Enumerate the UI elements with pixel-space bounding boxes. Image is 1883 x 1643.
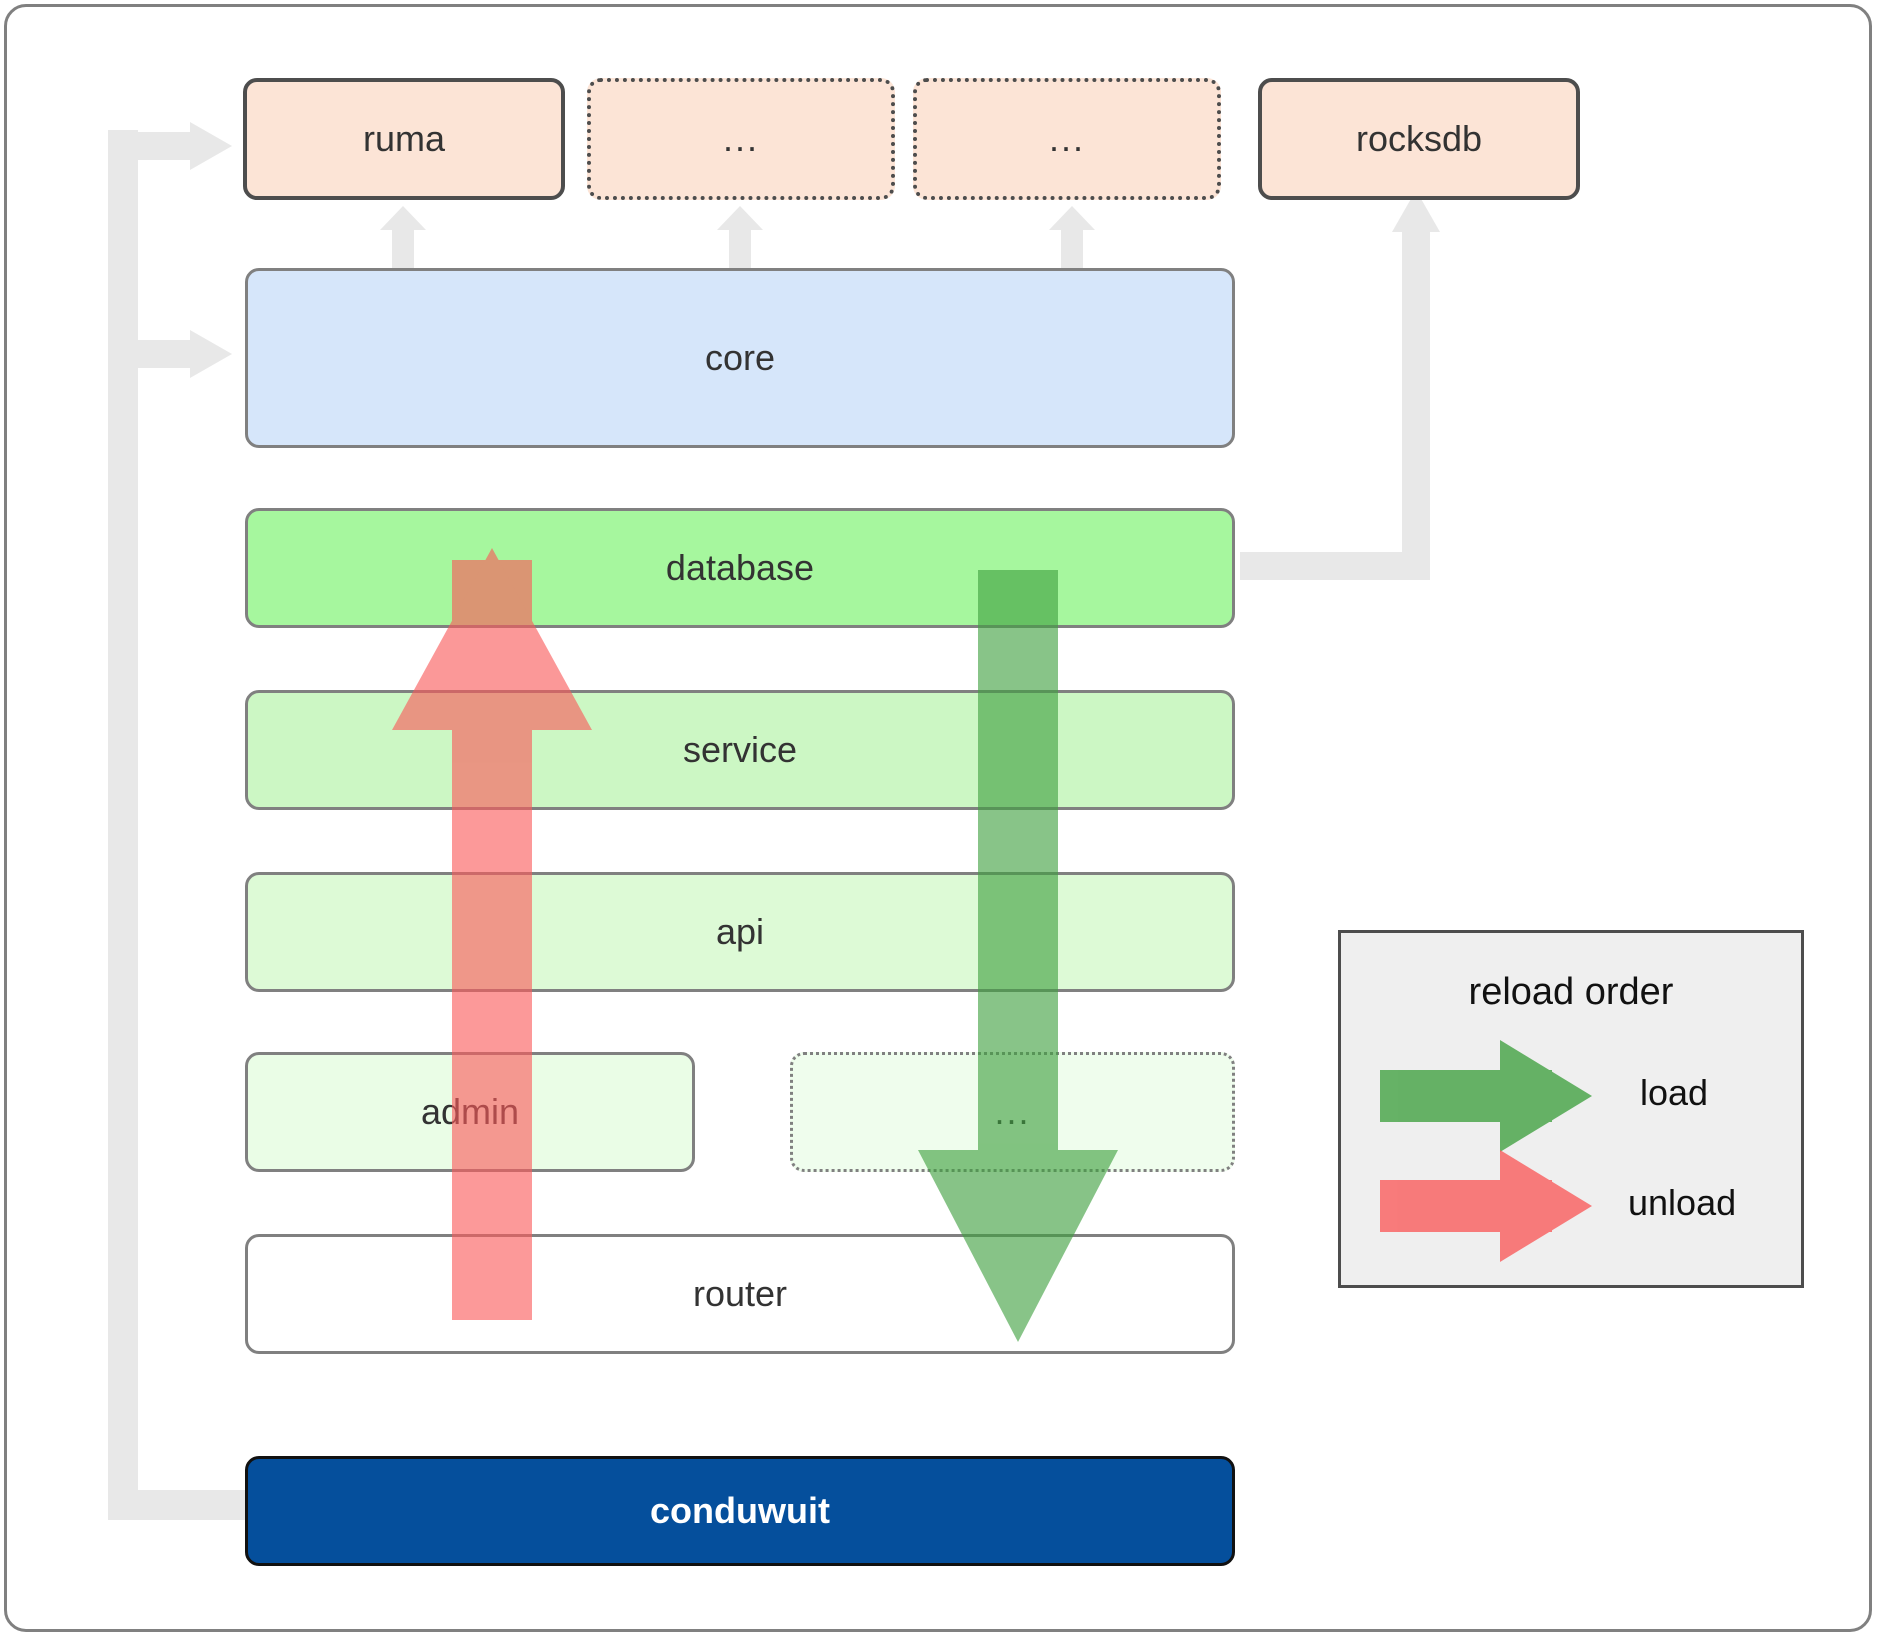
node-admin[interactable]: admin bbox=[245, 1052, 695, 1172]
diagram-outer-frame bbox=[4, 4, 1872, 1632]
crate-rocksdb[interactable]: rocksdb bbox=[1258, 78, 1580, 200]
crate-ruma-label: ruma bbox=[362, 118, 446, 159]
legend-panel: reload order bbox=[1338, 930, 1804, 1288]
node-api[interactable]: api bbox=[245, 872, 1235, 992]
node-database-label: database bbox=[665, 547, 815, 588]
node-service-label: service bbox=[682, 729, 798, 770]
node-admin-label: admin bbox=[420, 1091, 520, 1132]
crate-rocksdb-label: rocksdb bbox=[1355, 118, 1483, 159]
node-database[interactable]: database bbox=[245, 508, 1235, 628]
crate-ellipsis-1[interactable]: ... bbox=[587, 78, 895, 200]
legend-title: reload order bbox=[1468, 971, 1674, 1013]
crate-ruma[interactable]: ruma bbox=[243, 78, 565, 200]
node-service[interactable]: service bbox=[245, 690, 1235, 810]
node-router-label: router bbox=[692, 1273, 788, 1314]
node-conduwuit[interactable]: conduwuit bbox=[245, 1456, 1235, 1566]
node-core-label: core bbox=[704, 337, 776, 378]
crate-ellipsis-2[interactable]: ... bbox=[913, 78, 1221, 200]
crate-ellipsis-2-label: ... bbox=[1048, 118, 1085, 159]
node-api-label: api bbox=[715, 911, 765, 952]
legend-label-unload: unload bbox=[1628, 1182, 1737, 1223]
node-ellipsis-side[interactable]: ... bbox=[790, 1052, 1235, 1172]
node-core[interactable]: core bbox=[245, 268, 1235, 448]
node-router[interactable]: router bbox=[245, 1234, 1235, 1354]
crate-ellipsis-1-label: ... bbox=[722, 118, 759, 159]
node-ellipsis-side-label: ... bbox=[994, 1091, 1031, 1132]
legend-label-load: load bbox=[1640, 1072, 1709, 1113]
node-conduwuit-label: conduwuit bbox=[650, 1490, 830, 1531]
